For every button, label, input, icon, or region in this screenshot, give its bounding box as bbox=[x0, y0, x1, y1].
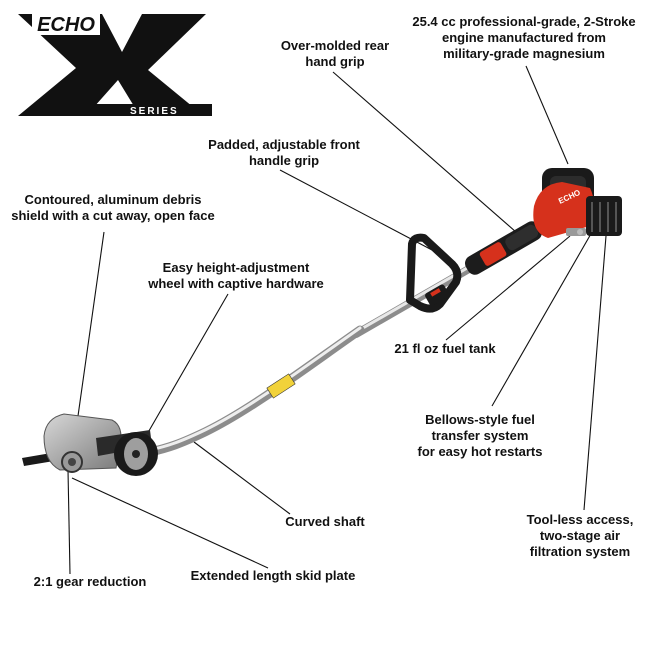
callout-curved-shaft-line-1: Curved shaft bbox=[285, 514, 365, 529]
callout-bellows-line-1: Bellows-style fuel bbox=[425, 412, 535, 427]
callout-fuel-tank-line-1: 21 fl oz fuel tank bbox=[394, 341, 496, 356]
callout-gear-reduction: 2:1 gear reduction bbox=[22, 574, 158, 590]
leader-height-wheel bbox=[145, 293, 229, 437]
callout-gear-reduction-line-1: 2:1 gear reduction bbox=[33, 574, 147, 589]
height-adjustment-wheel bbox=[114, 432, 158, 476]
callout-engine-line-3: military-grade magnesium bbox=[443, 46, 605, 61]
callout-engine-line-1: 25.4 cc professional-grade, 2-Stroke bbox=[412, 14, 636, 29]
callout-bellows-line-3: for easy hot restarts bbox=[417, 444, 543, 459]
callout-debris-shield: Contoured, aluminum debris shield with a… bbox=[0, 192, 226, 224]
shaft-warning-label bbox=[266, 373, 296, 399]
callout-front-grip-line-1: Padded, adjustable front bbox=[208, 137, 360, 152]
leader-curved-shaft bbox=[193, 441, 291, 515]
callout-bellows: Bellows-style fuel transfer system for e… bbox=[400, 412, 560, 460]
leader-front-grip bbox=[279, 169, 433, 251]
callout-rear-grip: Over-molded rear hand grip bbox=[270, 38, 400, 70]
curved-shaft bbox=[145, 325, 365, 457]
callout-air-filter: Tool-less access, two-stage air filtrati… bbox=[516, 512, 644, 560]
callout-front-grip: Padded, adjustable front handle grip bbox=[194, 137, 374, 169]
leader-lines bbox=[67, 65, 607, 575]
logo-echo-wordmark: ECHO bbox=[32, 13, 100, 36]
callout-rear-grip-line-2: hand grip bbox=[305, 54, 365, 69]
callout-engine: 25.4 cc professional-grade, 2-Stroke eng… bbox=[404, 14, 644, 62]
logo-x-shape bbox=[18, 14, 206, 116]
logo-echo-text: ECHO bbox=[37, 14, 95, 36]
callout-fuel-tank: 21 fl oz fuel tank bbox=[380, 341, 510, 357]
rear-grip bbox=[465, 221, 542, 275]
callout-debris-shield-line-1: Contoured, aluminum debris bbox=[24, 192, 202, 207]
callout-air-filter-line-2: two-stage air bbox=[539, 528, 621, 543]
logo-series-bar bbox=[84, 104, 212, 116]
edger-illustration: ECHO bbox=[22, 168, 622, 476]
leader-rear-grip bbox=[332, 71, 517, 233]
callout-air-filter-line-3: filtration system bbox=[529, 544, 631, 559]
callout-curved-shaft: Curved shaft bbox=[272, 514, 378, 530]
leader-skid-plate bbox=[71, 477, 269, 569]
callout-bellows-line-2: transfer system bbox=[431, 428, 529, 443]
callout-air-filter-line-1: Tool-less access, bbox=[526, 512, 634, 527]
callout-height-wheel-line-1: Easy height-adjustment bbox=[162, 260, 310, 275]
callout-skid-plate: Extended length skid plate bbox=[178, 568, 368, 584]
logo-series-text: SERIES bbox=[130, 106, 179, 117]
callout-engine-line-2: engine manufactured from bbox=[442, 30, 606, 45]
leader-fuel-tank bbox=[445, 235, 571, 341]
front-handle bbox=[406, 233, 462, 313]
engine: ECHO bbox=[533, 168, 622, 238]
leader-air-filter bbox=[583, 235, 607, 511]
callout-front-grip-line-2: handle grip bbox=[248, 153, 320, 168]
callout-skid-plate-line-1: Extended length skid plate bbox=[190, 568, 356, 583]
callout-height-wheel: Easy height-adjustment wheel with captiv… bbox=[136, 260, 336, 292]
echo-x-series-logo: ECHO SERIES bbox=[18, 13, 212, 117]
callout-rear-grip-line-1: Over-molded rear bbox=[280, 38, 390, 53]
leader-gear-reduction bbox=[67, 469, 71, 575]
leader-engine bbox=[525, 65, 569, 165]
leader-debris-shield bbox=[77, 231, 105, 417]
callout-height-wheel-line-2: wheel with captive hardware bbox=[148, 276, 324, 291]
leader-bellows bbox=[491, 231, 593, 407]
callout-debris-shield-line-2: shield with a cut away, open face bbox=[11, 208, 215, 223]
